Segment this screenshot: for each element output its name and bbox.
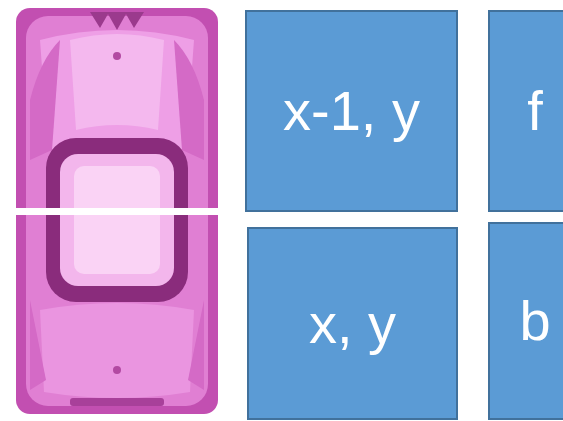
process-box: f — [488, 10, 563, 212]
car-illustration — [0, 0, 230, 421]
box-label: x, y — [309, 293, 396, 355]
process-box: x-1, y — [245, 10, 458, 212]
process-box: x, y — [247, 227, 458, 420]
box-label: x-1, y — [283, 80, 420, 142]
process-box: b — [488, 222, 563, 420]
box-label: f — [527, 80, 543, 142]
box-label: b — [519, 290, 550, 352]
